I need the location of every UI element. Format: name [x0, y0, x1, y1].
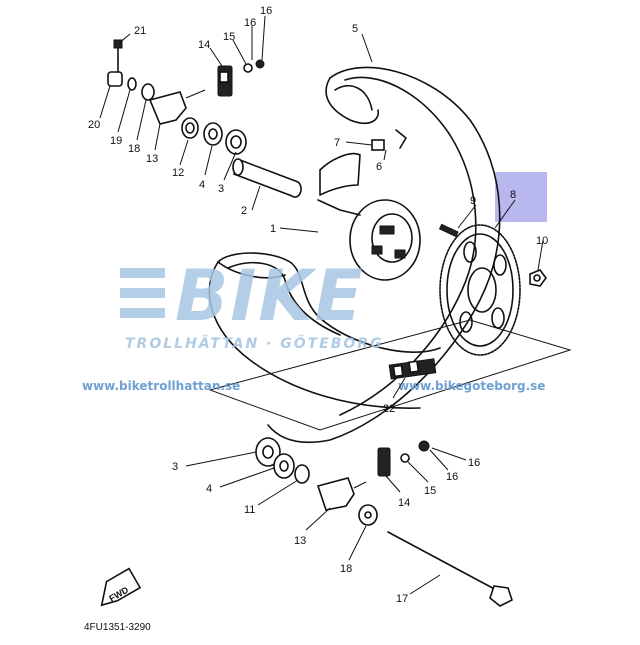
label-13-upper: 13	[146, 153, 158, 165]
label-12: 12	[172, 167, 184, 179]
bearings-lower	[255, 437, 310, 484]
block-14-lower	[377, 447, 391, 477]
label-3-upper: 3	[218, 183, 224, 195]
parts-6-7	[371, 129, 407, 151]
leader-lines	[99, 15, 544, 595]
label-8: 8	[510, 189, 516, 201]
label-13-lower: 13	[294, 535, 306, 547]
label-18-lower: 18	[340, 563, 352, 575]
spacer-2	[232, 158, 302, 198]
block-14-upper	[217, 65, 233, 97]
label-1: 1	[270, 223, 276, 235]
nut-16-upper	[255, 59, 265, 69]
watermark-url-left: www.biketrollhattan.se	[82, 379, 240, 393]
label-16-upper-b: 16	[260, 5, 272, 17]
chain-adjuster-upper	[148, 89, 206, 125]
label-16-upper-a: 16	[244, 17, 256, 29]
highlight-box	[495, 172, 547, 222]
label-15-upper: 15	[223, 31, 235, 43]
nut-16-lower	[418, 440, 430, 452]
chain-joint-22	[388, 358, 437, 380]
washer-18-lower	[358, 504, 378, 526]
label-21: 21	[134, 25, 146, 37]
label-16-lower-b: 16	[468, 457, 480, 469]
watermark: BIKE TROLLHÄTTAN · GÖTEBORG www.biketrol…	[82, 255, 545, 393]
label-3-lower: 3	[172, 461, 178, 473]
nut-10	[529, 269, 547, 287]
label-11: 11	[244, 504, 255, 516]
label-4-upper: 4	[199, 179, 205, 191]
label-19: 19	[110, 135, 122, 147]
label-2: 2	[241, 205, 247, 217]
reference-plane	[208, 319, 572, 431]
label-7: 7	[334, 137, 340, 149]
fwd-arrow: FWD	[100, 567, 142, 607]
bolt-9	[438, 223, 459, 238]
label-4-lower: 4	[206, 483, 212, 495]
label-17: 17	[396, 593, 408, 605]
axle-17	[387, 531, 513, 607]
watermark-url-right: www.bikegoteborg.se	[398, 379, 545, 393]
label-14-upper: 14	[198, 39, 210, 51]
washer-15-lower	[400, 453, 410, 463]
washer-15-upper	[243, 63, 253, 73]
sprocket	[439, 224, 521, 356]
label-14-lower: 14	[398, 497, 410, 509]
chain-adjuster-lower	[316, 477, 367, 511]
watermark-logo: BIKE	[175, 255, 364, 337]
label-5: 5	[352, 23, 358, 35]
label-6: 6	[376, 161, 382, 173]
label-10: 10	[536, 235, 548, 247]
part-labels: 21 14 15 16 16 5 7 6 8 9 10 1 2 3 4 12 1…	[88, 5, 548, 605]
label-18-upper: 18	[128, 143, 140, 155]
upper-left-hardware	[107, 39, 155, 101]
label-16-lower: 16	[446, 471, 458, 483]
label-20: 20	[88, 119, 100, 131]
label-22: 22	[383, 403, 395, 415]
wheel-hub	[317, 152, 421, 281]
label-15-lower: 15	[424, 485, 436, 497]
watermark-subtitle: TROLLHÄTTAN · GÖTEBORG	[125, 334, 384, 352]
wheel-rim	[208, 252, 441, 409]
bearings-upper	[181, 117, 247, 155]
label-9: 9	[470, 195, 476, 207]
drawing-code: 4FU1351-3290	[84, 622, 151, 633]
